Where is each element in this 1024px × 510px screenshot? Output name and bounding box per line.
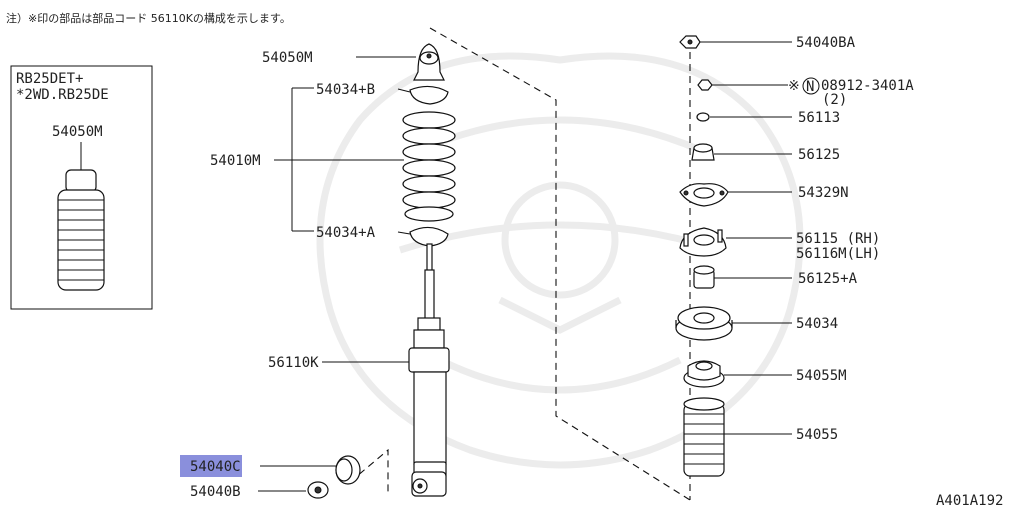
diagram-code: A401A192 xyxy=(936,493,1003,509)
dust-boot-54055[interactable] xyxy=(683,397,725,477)
label-54055M[interactable]: 54055M xyxy=(796,368,847,384)
spring-seat-lower-54034A[interactable] xyxy=(409,226,449,247)
label-54055[interactable]: 54055 xyxy=(796,427,838,443)
label-08912-circle: N xyxy=(806,79,814,95)
label-56113[interactable]: 56113 xyxy=(798,110,840,126)
circle-n-mark xyxy=(802,77,820,95)
variant-inset-box: RB25DET+ *2WD.RB25DE 54050M xyxy=(10,65,153,310)
highlight-54040C xyxy=(180,455,242,477)
assembly-dashed-frame xyxy=(349,27,691,501)
label-56115[interactable]: 56115 (RH) xyxy=(796,231,880,247)
label-54040BA[interactable]: 54040BA xyxy=(796,35,856,51)
mount-56115-56116M[interactable] xyxy=(679,227,727,257)
plate-54329N[interactable] xyxy=(679,183,729,207)
label-54034B[interactable]: 54034+B xyxy=(316,82,375,98)
insulator-54055M[interactable] xyxy=(683,360,725,388)
label-54040C[interactable]: 54040C xyxy=(190,459,241,475)
nut-54040B[interactable] xyxy=(307,481,329,499)
nut-54040BA[interactable] xyxy=(679,35,701,49)
label-56116M[interactable]: 56116M(LH) xyxy=(796,246,880,262)
bushing-54040C[interactable] xyxy=(335,455,361,485)
label-54329N[interactable]: 54329N xyxy=(798,185,849,201)
washer-56113[interactable] xyxy=(696,112,710,122)
bump-rubber-54050M[interactable] xyxy=(413,43,445,81)
inset-bump-boot-illustration xyxy=(57,169,105,291)
coil-spring-54010M[interactable] xyxy=(402,111,456,222)
label-54040B[interactable]: 54040B xyxy=(190,484,241,500)
shock-absorber-56110K[interactable] xyxy=(408,243,450,497)
bushing-56125[interactable] xyxy=(691,143,715,161)
label-54034[interactable]: 54034 xyxy=(796,316,838,332)
label-56110K[interactable]: 56110K xyxy=(268,355,319,371)
label-56125[interactable]: 56125 xyxy=(798,147,840,163)
inset-title-line1: RB25DET+ xyxy=(16,71,83,87)
label-54050M[interactable]: 54050M xyxy=(262,50,313,66)
spring-seat-54034[interactable] xyxy=(675,306,733,341)
label-08912-prefix: ※ xyxy=(788,78,800,94)
inset-title-line2: *2WD.RB25DE xyxy=(16,87,109,103)
label-54034A[interactable]: 54034+A xyxy=(316,225,376,241)
inset-part-label[interactable]: 54050M xyxy=(52,124,103,140)
parts-note: 注）※印の部品は部品コード 56110Kの構成を示します。 xyxy=(6,11,291,25)
bushing-56125A[interactable] xyxy=(693,265,715,289)
label-08912-3401A[interactable]: 08912-3401A xyxy=(821,78,914,94)
label-08912-qty: (2) xyxy=(822,92,847,108)
label-56125A[interactable]: 56125+A xyxy=(798,271,858,287)
nut-08912-3401A[interactable] xyxy=(697,79,713,91)
spring-seat-upper-54034B[interactable] xyxy=(409,85,449,105)
label-54010M[interactable]: 54010M xyxy=(210,153,261,169)
